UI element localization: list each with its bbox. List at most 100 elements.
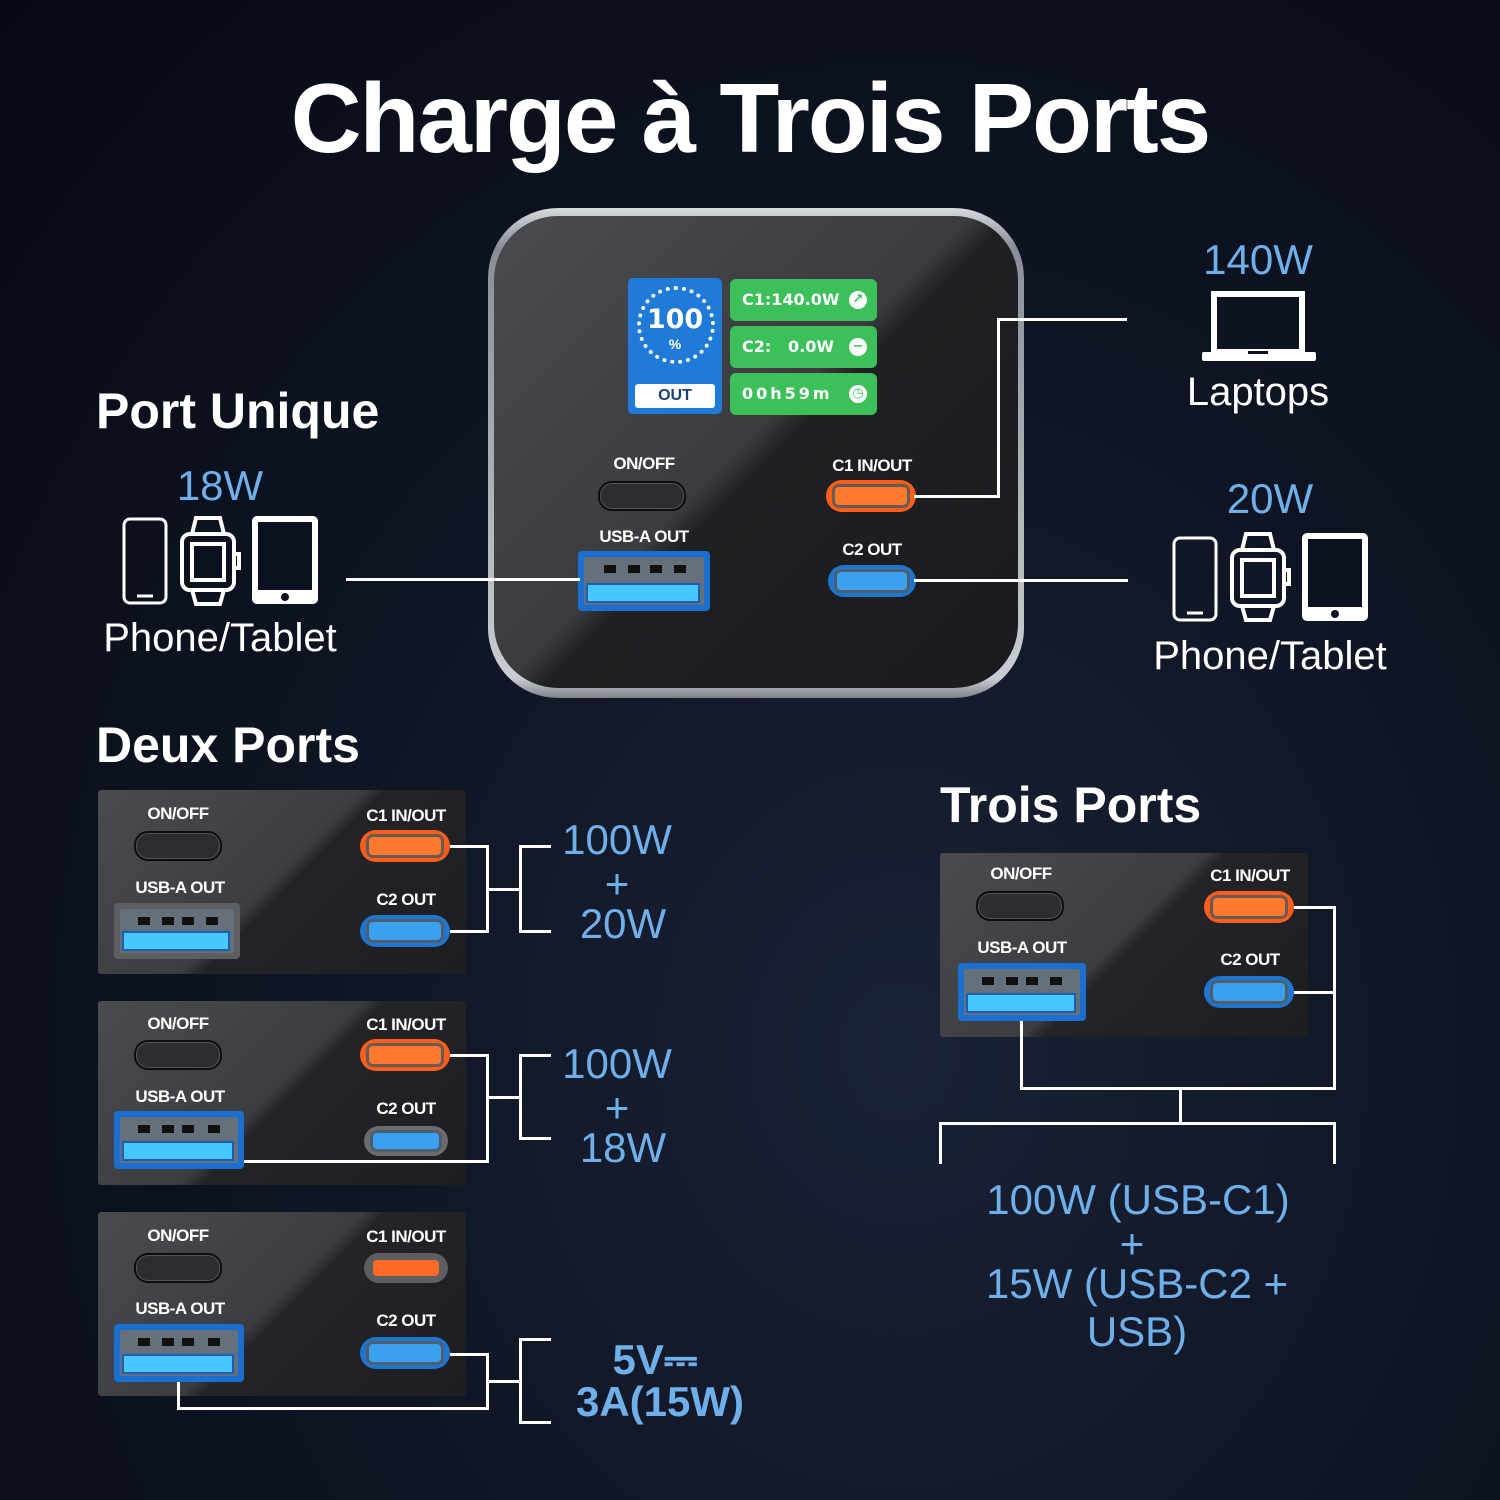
bracket-line [519, 1054, 551, 1057]
power-button[interactable] [598, 481, 686, 511]
c2-label: C2 OUT [842, 540, 902, 559]
config-3-line2: 3A(15W) [575, 1378, 745, 1425]
bracket-line [939, 1122, 1336, 1125]
usba-port [958, 963, 1086, 1021]
mode-badge: OUT [635, 384, 715, 408]
c1-port[interactable] [826, 480, 916, 512]
c1-label: C1 IN/OUT [366, 1015, 446, 1034]
trois-line1: 100W (USB-C1) [986, 1176, 1290, 1223]
laptop-icon [1202, 291, 1316, 361]
power-button [134, 1253, 222, 1283]
c1-port [360, 1039, 450, 1071]
connector-line [450, 845, 488, 848]
bracket-line [939, 1122, 942, 1164]
connector-line [914, 495, 1000, 498]
readout-c2-text: C2: 0.0W [742, 337, 834, 356]
minus-circle-icon: − [849, 338, 867, 356]
c2-port [360, 1337, 450, 1369]
onoff-label: ON/OFF [990, 864, 1052, 883]
usba-port [114, 1111, 244, 1169]
onoff-label: ON/OFF [613, 454, 675, 473]
usba-label: USB-A OUT [135, 1299, 225, 1318]
page-title: Charge à Trois Ports [290, 63, 1212, 173]
bracket-line [519, 1054, 522, 1140]
power-button [134, 1040, 222, 1070]
usba-port [114, 1324, 244, 1382]
device-icons-right [1172, 532, 1368, 622]
c1-port [360, 830, 450, 862]
connector-line [486, 1096, 522, 1099]
arrow-up-right-icon: ↗ [849, 291, 867, 309]
connector-line [1294, 991, 1336, 994]
c1-port [1204, 891, 1294, 923]
connector-line [1020, 1021, 1023, 1090]
connector-line [997, 318, 1127, 321]
readout-c2: C2: 0.0W − [730, 326, 877, 368]
connector-line [486, 888, 522, 891]
power-20w: 20W [1226, 475, 1314, 522]
c1-label: C1 IN/OUT [1210, 866, 1290, 885]
c1-label: C1 IN/OUT [832, 456, 912, 475]
label-phone-tablet-left: Phone/Tablet [103, 616, 337, 660]
readout-c1-text: C1:140.0W [742, 290, 840, 309]
phone-icon [122, 517, 168, 605]
trois-line2: 15W (USB-C2 + USB) [985, 1260, 1289, 1355]
phone-icon [1172, 536, 1218, 622]
c1-label: C1 IN/OUT [366, 806, 446, 825]
bracket-line [519, 930, 551, 933]
usba-label: USB-A OUT [599, 527, 689, 546]
connector-line [486, 1054, 489, 1163]
power-18w: 18W [176, 462, 264, 509]
connector-line [914, 579, 1128, 582]
battery-display: 100 % OUT [628, 278, 722, 414]
connector-line [1333, 906, 1336, 1090]
c1-label: C1 IN/OUT [366, 1227, 446, 1246]
bracket-line [519, 845, 522, 933]
bracket-line [519, 1338, 522, 1424]
heading-port-unique: Port Unique [96, 383, 380, 439]
c2-label: C2 OUT [376, 1099, 436, 1118]
connector-line [450, 1353, 488, 1356]
usba-label: USB-A OUT [135, 878, 225, 897]
usba-label: USB-A OUT [977, 938, 1067, 957]
clock-icon: ◷ [849, 385, 867, 403]
watch-icon [1230, 532, 1291, 622]
c2-label: C2 OUT [376, 890, 436, 909]
connector-line [450, 930, 488, 933]
connector-line [346, 578, 580, 581]
label-phone-tablet-right: Phone/Tablet [1153, 634, 1387, 678]
tablet-icon [1302, 533, 1368, 621]
trois-plus: + [1119, 1220, 1145, 1267]
readout-timer-text: 00h59m [742, 384, 833, 403]
readout-timer: 00h59m ◷ [730, 373, 877, 415]
c2-port[interactable] [828, 565, 916, 597]
power-button [134, 831, 222, 861]
connector-line [1179, 1087, 1182, 1125]
heading-deux-ports: Deux Ports [96, 717, 360, 773]
config-3-line1: 5V⎓ [612, 1336, 698, 1383]
c1-port [364, 1253, 448, 1283]
battery-ring-icon [637, 286, 715, 364]
c2-port [360, 915, 450, 947]
connector-line [244, 1160, 488, 1163]
usba-port [114, 903, 240, 959]
config-1-plus: + [604, 860, 630, 907]
onoff-label: ON/OFF [147, 1014, 209, 1033]
tablet-icon [252, 516, 318, 604]
usba-port[interactable] [578, 551, 710, 611]
connector-line [1020, 1087, 1336, 1090]
power-140w: 140W [1203, 236, 1313, 283]
bracket-line [519, 1338, 551, 1341]
onoff-label: ON/OFF [147, 804, 209, 823]
connector-line [177, 1382, 180, 1410]
connector-line [997, 318, 1000, 498]
c2-label: C2 OUT [376, 1311, 436, 1330]
connector-line [1294, 906, 1336, 909]
watch-icon [180, 516, 241, 606]
label-laptops: Laptops [1186, 370, 1330, 414]
percent-sign: % [668, 336, 682, 352]
config-2-line2: 18W [579, 1124, 667, 1171]
bracket-line [519, 845, 551, 848]
connector-line [486, 1380, 522, 1383]
config-2-plus: + [604, 1084, 630, 1131]
